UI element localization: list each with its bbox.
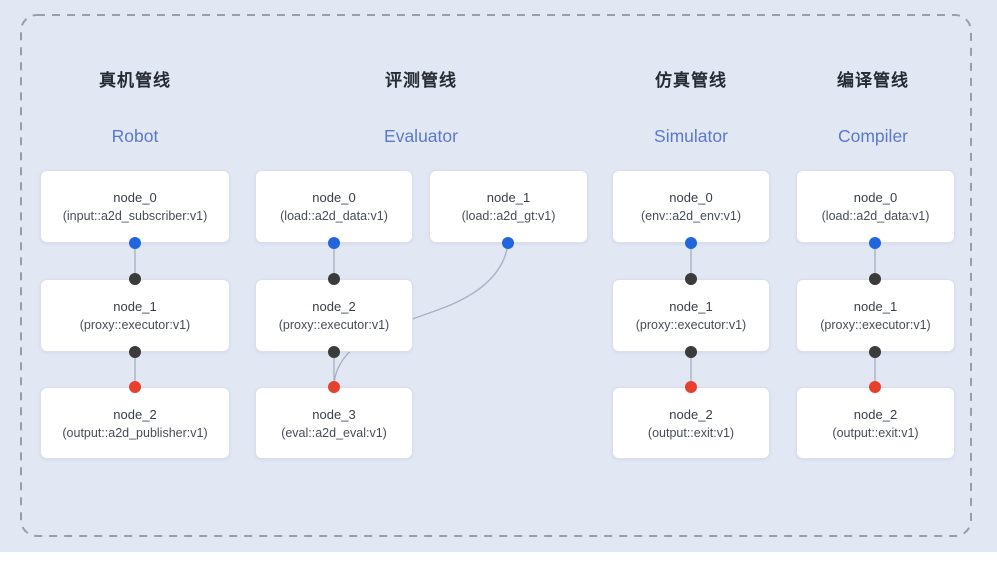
pipeline-title-zh-evaluator: 评测管线: [385, 71, 457, 90]
node-type: (proxy::executor:v1): [635, 318, 747, 332]
pipeline-title-en-evaluator: Evaluator: [384, 126, 458, 146]
node-type: (output::exit:v1): [647, 425, 735, 440]
output-port-dot: [685, 346, 697, 358]
node-type: (proxy::executor:v1): [79, 318, 191, 332]
node-type: (output::a2d_publisher:v1): [62, 425, 208, 440]
node-card-simulator-1: node_1 (proxy::executor:v1): [612, 279, 770, 352]
node-name: node_2: [113, 406, 157, 422]
node-card-compiler-1: node_1 (proxy::executor:v1): [796, 279, 955, 352]
input-port-dot: [685, 381, 697, 393]
input-port-dot: [869, 273, 881, 285]
node-type: (load::a2d_gt:v1): [461, 209, 556, 223]
node-card-robot-0: node_0 (input::a2d_subscriber:v1): [40, 170, 230, 243]
output-port-dot: [129, 237, 141, 249]
node-name: node_2: [853, 406, 898, 422]
node-type: (env::a2d_env:v1): [640, 209, 742, 223]
pipeline-title-zh-robot: 真机管线: [99, 71, 171, 90]
input-port-dot: [685, 273, 697, 285]
node-name: node_2: [312, 299, 356, 314]
node-type: (proxy::executor:v1): [820, 318, 931, 332]
node-type: (eval::a2d_eval:v1): [281, 425, 387, 440]
node-card-evaluator-1: node_1 (load::a2d_gt:v1): [429, 170, 588, 243]
node-name: node_1: [669, 299, 713, 314]
input-port-dot: [869, 381, 881, 393]
node-card-evaluator-3: node_3 (eval::a2d_eval:v1): [255, 387, 413, 459]
node-card-simulator-2: node_2 (output::exit:v1): [612, 387, 770, 459]
node-type: (output::exit:v1): [832, 425, 919, 440]
node-name: node_0: [312, 190, 356, 205]
node-name: node_0: [853, 190, 898, 205]
node-name: node_0: [669, 190, 713, 205]
pipeline-title-en-robot: Robot: [111, 126, 159, 146]
node-card-evaluator-2: node_2 (proxy::executor:v1): [255, 279, 413, 352]
node-name: node_0: [113, 190, 157, 205]
output-port-dot: [328, 346, 340, 358]
node-card-compiler-0: node_0 (load::a2d_data:v1): [796, 170, 955, 243]
output-port-dot: [129, 346, 141, 358]
node-type: (load::a2d_data:v1): [821, 209, 930, 223]
node-type: (load::a2d_data:v1): [280, 209, 388, 223]
node-card-evaluator-0: node_0 (load::a2d_data:v1): [255, 170, 413, 243]
node-card-robot-2: node_2 (output::a2d_publisher:v1): [40, 387, 230, 459]
pipeline-title-zh-compiler: 编译管线: [837, 71, 909, 90]
output-port-dot: [869, 237, 881, 249]
node-type: (proxy::executor:v1): [278, 318, 390, 332]
pipeline-title-en-simulator: Simulator: [654, 126, 728, 146]
input-port-dot: [328, 381, 340, 393]
output-port-dot: [328, 237, 340, 249]
node-name: node_1: [113, 299, 157, 314]
node-name: node_2: [669, 406, 713, 422]
node-name: node_1: [486, 190, 531, 205]
pipeline-title-en-compiler: Compiler: [837, 126, 909, 146]
dashed-border: [20, 14, 972, 537]
node-card-robot-1: node_1 (proxy::executor:v1): [40, 279, 230, 352]
output-port-dot: [869, 346, 881, 358]
edge-eval-1-3-curve: [333, 243, 509, 385]
output-port-dot: [685, 237, 697, 249]
input-port-dot: [129, 273, 141, 285]
input-port-dot: [328, 273, 340, 285]
node-card-compiler-2: node_2 (output::exit:v1): [796, 387, 955, 459]
node-name: node_1: [853, 299, 898, 314]
input-port-dot: [129, 381, 141, 393]
node-name: node_3: [312, 406, 356, 422]
node-type: (input::a2d_subscriber:v1): [62, 209, 208, 223]
node-card-simulator-0: node_0 (env::a2d_env:v1): [612, 170, 770, 243]
output-port-dot: [502, 237, 514, 249]
pipeline-title-zh-simulator: 仿真管线: [655, 71, 727, 90]
